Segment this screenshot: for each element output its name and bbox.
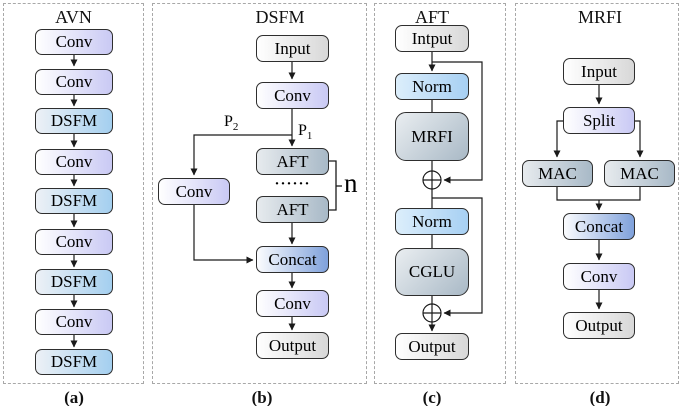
output-block: Output (256, 332, 329, 359)
panel-c (374, 3, 506, 384)
conv-block: Conv (158, 178, 230, 205)
ellipsis-dots: ······ (274, 176, 311, 192)
input-block: Input (256, 35, 329, 62)
conv-block: Conv (35, 309, 113, 335)
panel-d (515, 3, 679, 384)
panel-c-arrows (428, 52, 483, 332)
dsfm-block: DSFM (35, 269, 113, 295)
panel-b-arrows (190, 62, 296, 331)
conv-block: Conv (256, 290, 329, 317)
panel-caption-b: (b) (251, 388, 273, 406)
conv-block: Conv (35, 149, 113, 175)
p1-label: P1 (298, 122, 313, 143)
panel-d-arrows (553, 85, 644, 310)
input-block: Input (563, 58, 635, 85)
output-block: Output (395, 333, 469, 360)
panel-caption-a: (a) (64, 388, 84, 406)
repeat-bracket (329, 160, 342, 211)
norm-block: Norm (395, 73, 469, 100)
p2-label: P2 (224, 113, 239, 134)
concat-block: Concat (563, 213, 635, 240)
panel-title-avn: AVN (55, 7, 92, 27)
n-label: n (344, 168, 358, 198)
output-block: Output (563, 312, 635, 339)
panel-title-dsfm: DSFM (255, 7, 305, 27)
dsfm-block: DSFM (35, 188, 113, 214)
concat-block: Concat (256, 246, 329, 273)
panel-b (152, 3, 367, 384)
conv-block: Conv (35, 69, 113, 95)
sum-icon (422, 170, 442, 190)
dsfm-block: DSFM (35, 349, 113, 375)
panel-a (3, 3, 144, 384)
dsfm-block: DSFM (35, 108, 113, 134)
panel-caption-d: (d) (589, 388, 611, 406)
aft-block: AFT (256, 148, 329, 175)
aft-block: AFT (256, 196, 329, 223)
panel-caption-c: (c) (422, 388, 442, 406)
conv-block: Conv (563, 263, 635, 290)
conv-block: Conv (256, 82, 329, 109)
mrfi-block: MRFI (395, 112, 469, 161)
norm-block: Norm (395, 208, 469, 235)
mac-block: MAC (604, 160, 675, 187)
input-block: Intput (395, 25, 469, 52)
conv-block: Conv (35, 29, 113, 55)
split-block: Split (563, 107, 635, 134)
mac-block: MAC (522, 160, 593, 187)
cglu-block: CGLU (395, 248, 469, 296)
panel-title-mrfi: MRFI (577, 7, 622, 27)
conv-block: Conv (35, 229, 113, 255)
sum-icon (422, 303, 442, 323)
panel-title-aft: AFT (414, 7, 449, 27)
